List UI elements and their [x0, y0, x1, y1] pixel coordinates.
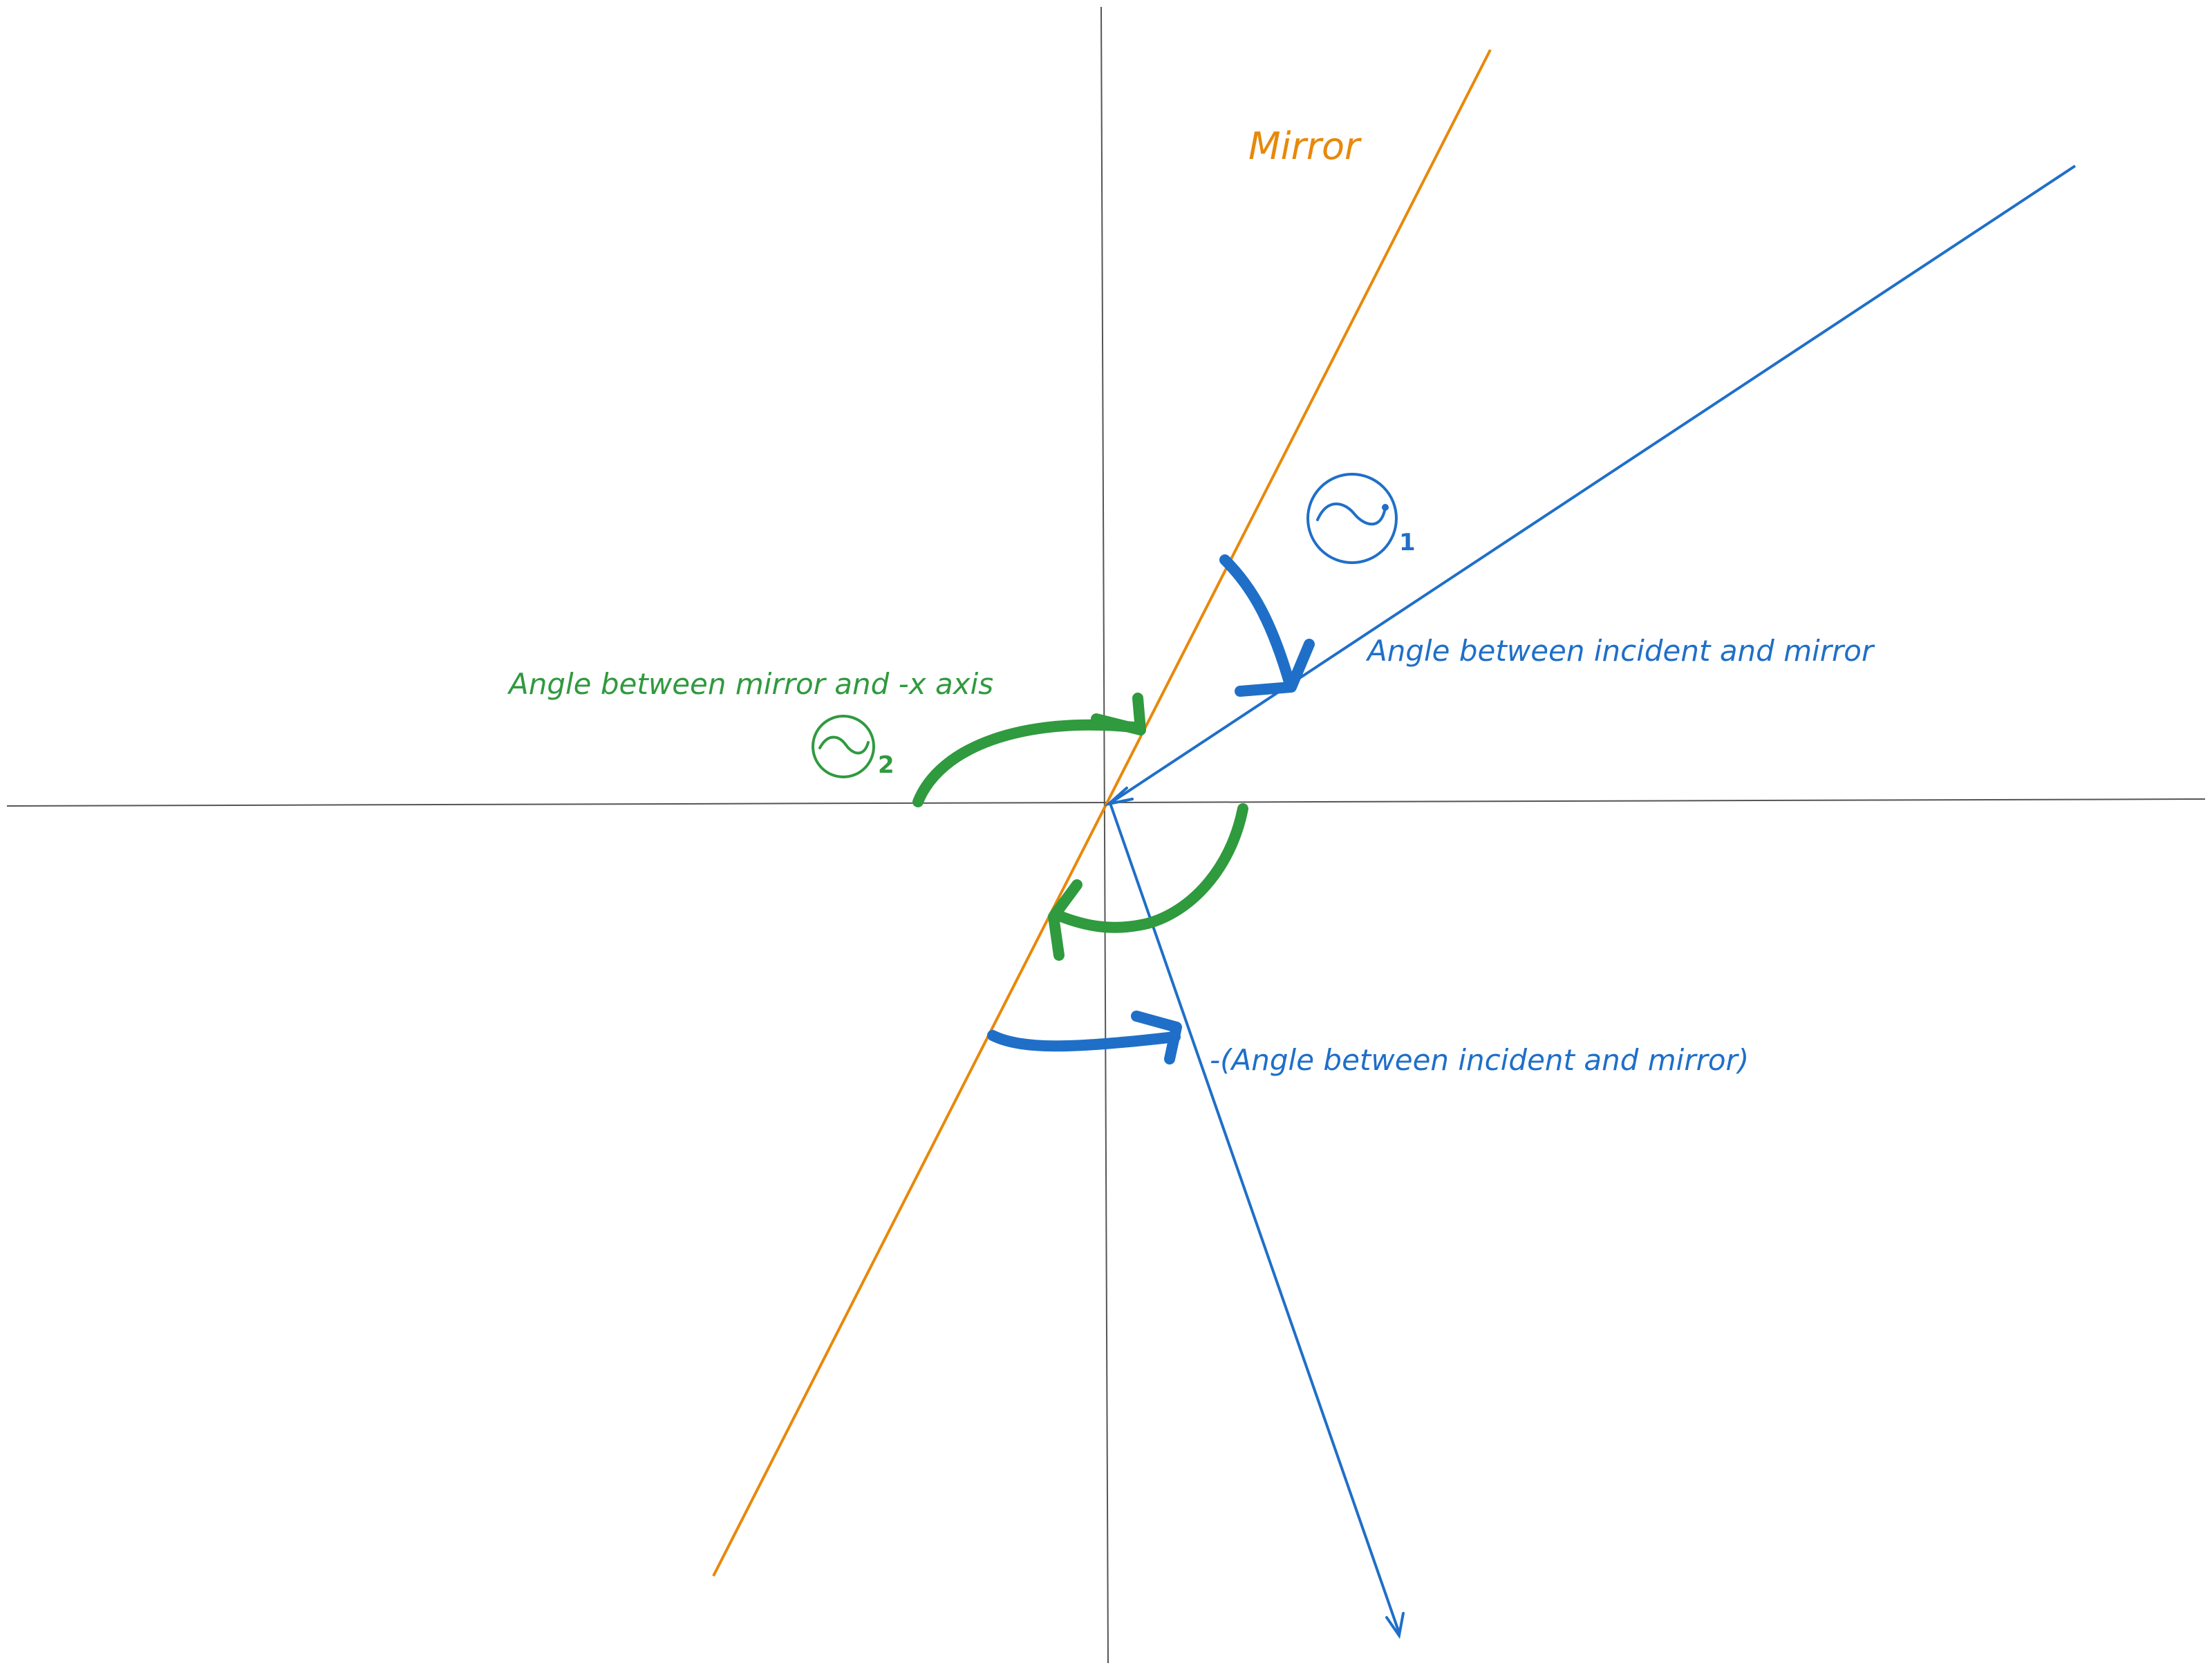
theta2-lower-arrowhead	[1048, 879, 1082, 961]
incident-ray	[1109, 165, 2077, 805]
theta2-arc	[912, 719, 1139, 807]
neg-theta1-arc	[987, 1030, 1181, 1052]
theta1-subscript: 1	[1399, 529, 1416, 556]
incident-arrowhead	[1104, 787, 1134, 807]
tilde-theta-circle-icon	[812, 715, 875, 778]
theta1-arrowhead	[1235, 639, 1315, 697]
reflected-arrowhead	[1385, 1612, 1405, 1640]
theta2-arrowhead	[1091, 693, 1146, 735]
theta1-arc	[1219, 554, 1295, 690]
y-axis	[1100, 6, 1109, 1664]
theta2-lower-arc	[1052, 803, 1248, 933]
reflected-ray	[1109, 803, 1400, 1633]
incident-mirror-angle-label: Angle between incident and mirror	[1365, 634, 1875, 668]
theta2-subscript: 2	[878, 751, 894, 779]
mirror-label: Mirror	[1248, 124, 1362, 168]
mirror-line	[712, 49, 1492, 1577]
tilde-theta-circle-icon	[1306, 473, 1398, 564]
neg-incident-mirror-angle-label: -(Angle between incident and mirror)	[1210, 1043, 1749, 1077]
neg-theta1-arrowhead	[1131, 1011, 1182, 1064]
mirror-neg-x-angle-label: Angle between mirror and -x axis	[507, 667, 993, 701]
